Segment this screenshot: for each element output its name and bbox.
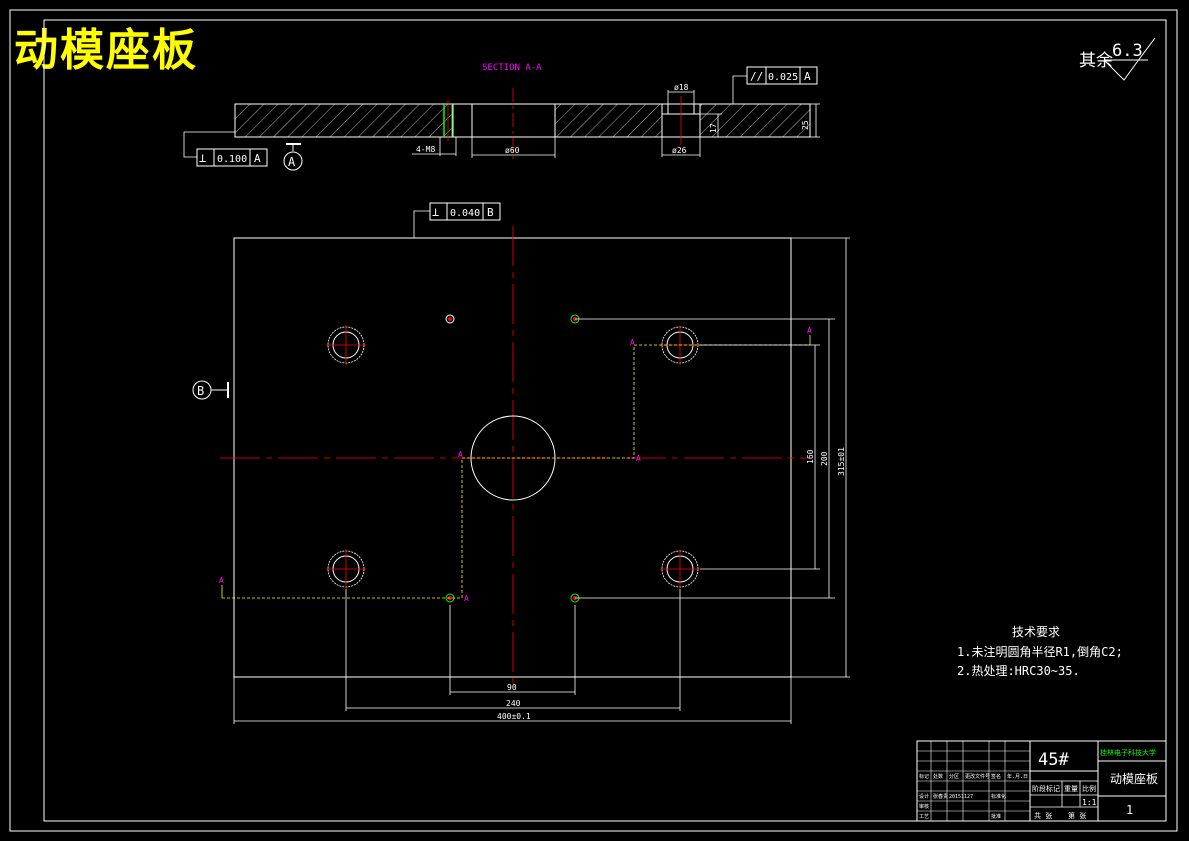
svg-text:90: 90	[507, 683, 517, 692]
tolerance-frame-perp-side: ⊥ 0.100 A	[183, 131, 268, 167]
inner-frame	[43, 19, 1167, 822]
roughness-symbol: 其余 6.3	[1079, 37, 1156, 81]
material: 45#	[1038, 750, 1069, 770]
svg-text:A: A	[630, 338, 635, 347]
svg-text:阶段标记: 阶段标记	[1032, 784, 1060, 793]
svg-text:张春贵: 张春贵	[933, 793, 948, 800]
svg-text:重量: 重量	[1064, 785, 1078, 793]
bolt-hole-bl	[326, 549, 366, 589]
tolerance-frame-perp-top: ⊥ 0.040 B	[413, 202, 501, 238]
svg-text:共 张: 共 张	[1034, 811, 1052, 820]
svg-text:标准化: 标准化	[991, 793, 1006, 800]
datum-a: A	[283, 143, 303, 171]
bolt-hole-tl	[326, 325, 366, 365]
svg-text:A: A	[636, 454, 641, 463]
svg-text:比例: 比例	[1082, 784, 1096, 793]
outer-frame	[9, 9, 1178, 832]
scale: 1:1	[1082, 798, 1097, 807]
bolt-hole-br	[660, 549, 700, 589]
svg-text:第 张: 第 张	[1068, 811, 1086, 820]
svg-text:A: A	[804, 70, 811, 83]
svg-text:更改文件号: 更改文件号	[965, 773, 990, 780]
svg-text:B: B	[487, 206, 494, 219]
svg-text:A: A	[254, 152, 261, 165]
svg-text:⊥: ⊥	[199, 151, 206, 165]
datum-b: B	[192, 380, 229, 400]
tolerance-frame-parallel: // 0.025 A	[732, 66, 818, 104]
svg-text:25: 25	[801, 120, 810, 130]
svg-text:ø18: ø18	[674, 83, 689, 92]
title-block: 标记 处数 分区 更改文件号 签名 年.月.日 设计 张春贵 20151127 …	[916, 740, 1167, 822]
svg-text:160: 160	[806, 449, 815, 464]
svg-text:处数: 处数	[933, 773, 943, 780]
svg-text://: //	[750, 70, 763, 83]
svg-text:ø26: ø26	[672, 146, 687, 155]
section-cut-line: A A A A A A	[219, 326, 812, 603]
school-name: 桂林电子科技大学	[1100, 748, 1156, 757]
plan-view: A A A A A A 90 240 400±0.1 200	[219, 226, 850, 724]
svg-text:17: 17	[709, 123, 718, 133]
svg-text:0.040: 0.040	[450, 208, 480, 219]
svg-text:400±0.1: 400±0.1	[497, 712, 531, 721]
svg-text:6.3: 6.3	[1112, 41, 1143, 61]
svg-text:315±01: 315±01	[837, 447, 846, 476]
svg-text:200: 200	[820, 451, 829, 466]
thread-holes	[445, 314, 580, 603]
section-label: SECTION A-A	[482, 63, 542, 73]
svg-text:设计: 设计	[919, 793, 929, 800]
svg-text:A: A	[464, 594, 469, 603]
svg-text:ø60: ø60	[505, 146, 520, 155]
svg-text:⊥: ⊥	[432, 205, 439, 219]
svg-text:其余: 其余	[1079, 51, 1113, 71]
svg-text:240: 240	[506, 699, 521, 708]
svg-text:A: A	[458, 450, 463, 459]
svg-text:工艺: 工艺	[919, 814, 929, 820]
svg-text:技术要求: 技术要求	[1012, 625, 1060, 639]
svg-text:批准: 批准	[991, 813, 1001, 820]
svg-text:年.月.日: 年.月.日	[1007, 773, 1028, 780]
tech-requirements: 技术要求 1.未注明圆角半径R1,倒角C2; 2.热处理:HRC30~35.	[957, 625, 1123, 678]
svg-text:0.025: 0.025	[768, 72, 798, 83]
svg-text:审核: 审核	[919, 803, 929, 810]
part-name: 动模座板	[1110, 771, 1158, 786]
svg-text:B: B	[197, 384, 204, 398]
svg-text:4-M8: 4-M8	[416, 145, 435, 154]
plate-outline	[233, 237, 792, 678]
svg-text:1.未注明圆角半径R1,倒角C2;: 1.未注明圆角半径R1,倒角C2;	[957, 644, 1123, 659]
svg-text:标记: 标记	[919, 773, 929, 780]
section-view: SECTION A-A 4-M8 ø60 ø18 17	[234, 63, 820, 160]
svg-text:20151127: 20151127	[949, 794, 973, 800]
svg-text:A: A	[807, 326, 812, 335]
quantity: 1	[1126, 803, 1133, 817]
svg-text:A: A	[219, 576, 224, 585]
svg-text:分区: 分区	[949, 773, 959, 780]
svg-text:0.100: 0.100	[217, 154, 247, 165]
svg-text:A: A	[288, 155, 296, 169]
svg-text:签名: 签名	[991, 773, 1001, 780]
svg-text:2.热处理:HRC30~35.: 2.热处理:HRC30~35.	[957, 664, 1080, 678]
plan-dimensions: 90 240 400±0.1 200 160 315±01	[233, 237, 850, 724]
